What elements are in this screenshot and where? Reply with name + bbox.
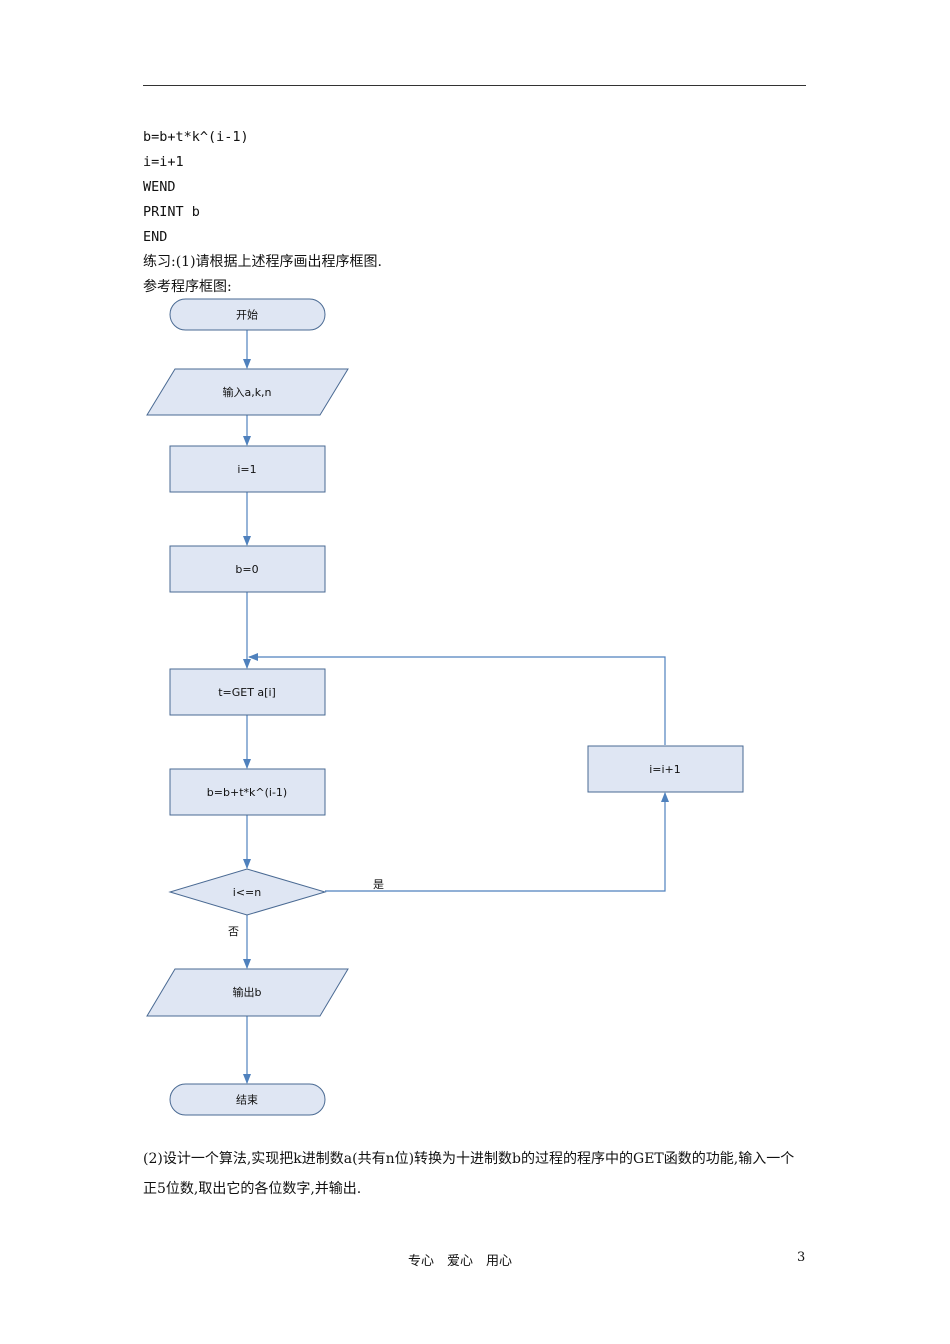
code-line: END bbox=[143, 229, 168, 245]
update-b-label: b=b+t*k^(i-1) bbox=[207, 786, 287, 799]
start-label: 开始 bbox=[236, 308, 258, 322]
init-i-label: i=1 bbox=[237, 463, 256, 476]
code-line: b=b+t*k^(i-1) bbox=[143, 129, 249, 145]
input-parallelogram bbox=[146, 368, 349, 416]
update-b-box bbox=[169, 768, 326, 816]
exercise-1-text: 练习:(1)请根据上述程序画出程序框图. bbox=[143, 254, 382, 270]
end-terminal bbox=[169, 1083, 326, 1116]
output-parallelogram bbox=[146, 968, 349, 1017]
code-line: PRINT b bbox=[143, 204, 200, 220]
init-b-label: b=0 bbox=[235, 563, 258, 576]
init-b-box bbox=[169, 545, 326, 593]
condition-label: i<=n bbox=[233, 886, 261, 899]
increment-label: i=i+1 bbox=[649, 763, 681, 776]
get-label: t=GET a[i] bbox=[218, 686, 276, 699]
reference-heading: 参考程序框图: bbox=[143, 279, 232, 295]
code-line: i=i+1 bbox=[143, 154, 184, 170]
header-rule bbox=[143, 85, 806, 86]
no-label: 否 bbox=[228, 925, 239, 938]
condition-diamond bbox=[168, 868, 327, 916]
code-line: WEND bbox=[143, 179, 176, 195]
start-terminal bbox=[169, 298, 326, 331]
output-label: 输出b bbox=[233, 985, 262, 999]
get-box bbox=[169, 668, 326, 716]
exercise-2-text: (2)设计一个算法,实现把k进制数a(共有n位)转换为十进制数b的过程的程序中的… bbox=[143, 1151, 795, 1197]
input-label: 输入a,k,n bbox=[222, 385, 271, 399]
increment-box bbox=[587, 745, 744, 793]
init-i-box bbox=[169, 445, 326, 493]
page-number: 3 bbox=[797, 1250, 806, 1265]
flow-connectors bbox=[243, 330, 669, 1084]
end-label: 结束 bbox=[236, 1094, 258, 1107]
yes-label: 是 bbox=[373, 878, 384, 891]
footer-motto: 专心 爱心 用心 bbox=[408, 1254, 513, 1269]
